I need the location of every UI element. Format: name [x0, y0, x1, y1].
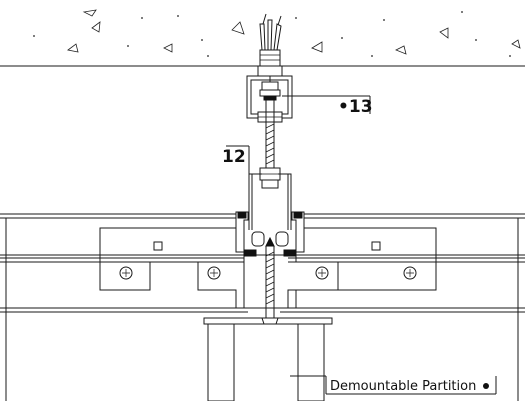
leader-12 — [226, 145, 250, 174]
clip-left — [99, 227, 245, 309]
partition-wall — [203, 317, 333, 401]
anchor-bolt — [259, 13, 282, 67]
hanger-bracket — [246, 65, 293, 123]
ceiling-panels — [0, 213, 525, 401]
callout-12: 12 — [222, 147, 246, 167]
threaded-rod — [259, 100, 281, 189]
clip-right — [287, 227, 437, 309]
leader-partition — [290, 375, 496, 395]
partition-bullet-icon — [483, 383, 489, 389]
partition-label: Demountable Partition — [330, 379, 476, 394]
center-joint — [235, 211, 305, 325]
channel-bracket — [248, 173, 292, 230]
leader-13 — [282, 95, 371, 114]
callout-13: •13 — [338, 97, 373, 117]
